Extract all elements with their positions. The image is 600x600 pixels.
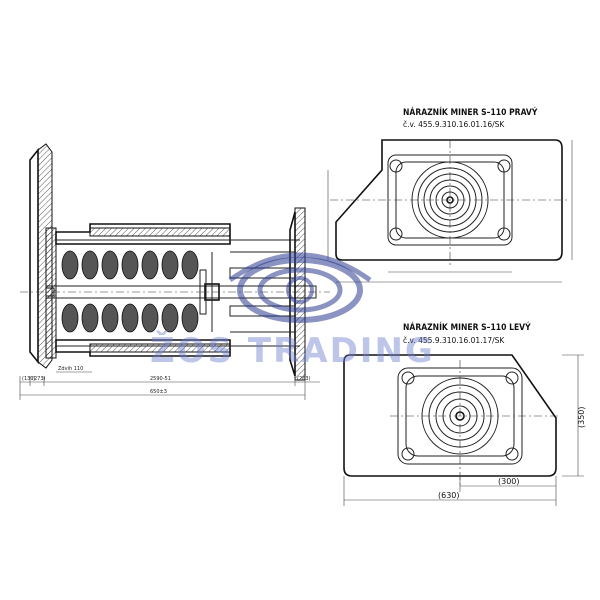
left-bumper-code: č.v. 455.9.310.16.01.17/SK	[403, 336, 505, 345]
right-bumper-title: NÁRAZNÍK MINER S–110 PRAVÝ	[403, 106, 538, 118]
dim-right: (263)	[297, 376, 310, 382]
spring-stack-bottom	[61, 303, 199, 333]
right-bumper-code: č.v. 455.9.310.16.01.16/SK	[403, 120, 505, 129]
dim-total: 650±3	[150, 389, 167, 395]
dim-left1: (130)	[22, 376, 35, 382]
dim-middle: 2590-51	[150, 376, 171, 382]
left-bumper-dim-height: (350)	[577, 406, 586, 428]
spring-stack-top	[61, 250, 199, 280]
left-bumper-view: NÁRAZNÍK MINER S–110 LEVÝ č.v. 455.9.310…	[343, 321, 586, 506]
watermark-logo	[228, 252, 372, 323]
left-bumper-dim-width: (630)	[438, 491, 460, 500]
left-bumper-outline	[343, 354, 557, 477]
watermark-text: ŽOS TRADING	[150, 330, 435, 371]
right-bumper-view: NÁRAZNÍK MINER S–110 PRAVÝ č.v. 455.9.31…	[327, 106, 573, 283]
buffer-section-view: Zdvih 110 (130) (273) 2590-51 (263) 650±…	[19, 143, 330, 400]
stroke-label: Zdvih 110	[58, 366, 83, 372]
left-bumper-title: NÁRAZNÍK MINER S–110 LEVÝ	[403, 321, 531, 333]
left-bumper-dim-partial: (300)	[498, 477, 520, 486]
right-bumper-outline	[335, 139, 563, 261]
dim-left2: (273)	[32, 376, 45, 382]
